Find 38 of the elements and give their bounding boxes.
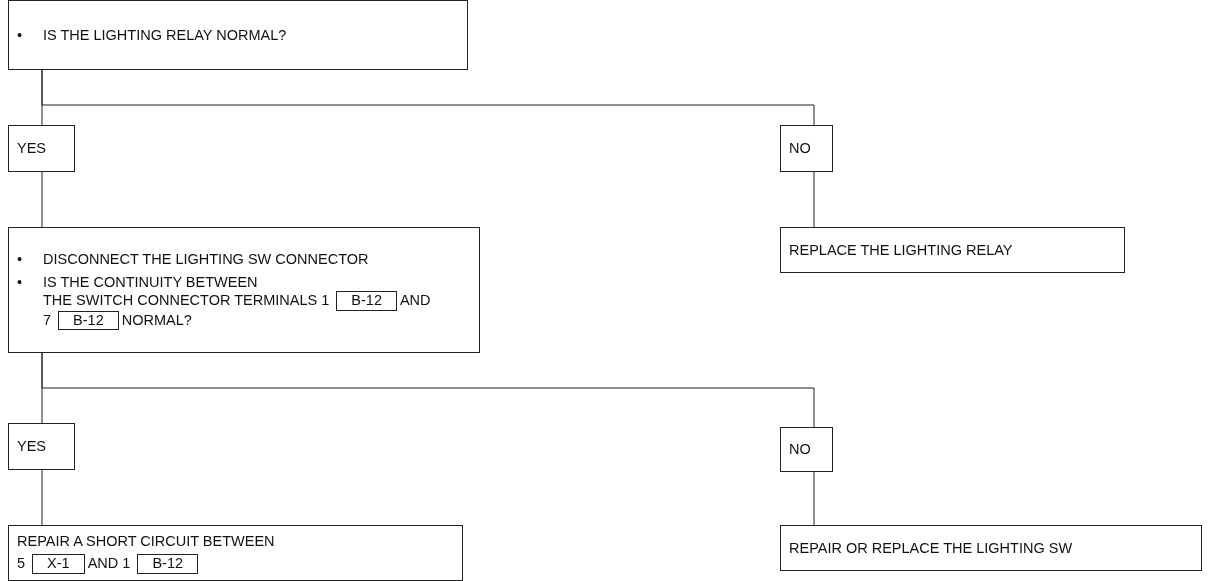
answer-box (780, 125, 833, 172)
step-text: REPAIR OR REPLACE THE LIGHTING SW (789, 539, 1073, 556)
step-box (8, 525, 463, 581)
step-text: IS THE LIGHTING RELAY NORMAL? (43, 26, 287, 43)
step-text: YES (17, 438, 46, 455)
step-text: NO (789, 140, 811, 157)
step-box (780, 525, 1202, 571)
step-box (8, 0, 468, 70)
step-text: AND (399, 292, 431, 309)
connector-reference-box: B-12 (336, 291, 397, 311)
step-text: NORMAL? (121, 311, 192, 328)
step-text: REPAIR A SHORT CIRCUIT BETWEEN (17, 533, 275, 550)
step-text: 5 (17, 555, 27, 572)
answer-box (8, 125, 75, 172)
connector-line (41, 469, 43, 526)
answer-box (780, 427, 833, 472)
connector-line (41, 69, 815, 126)
bullet-mark: • (17, 273, 24, 292)
step-text: DISCONNECT THE LIGHTING SW CONNECTOR (43, 251, 369, 267)
step-box (8, 227, 480, 353)
bullet-mark: • (17, 25, 24, 45)
step-text: THE SWITCH CONNECTOR TERMINALS 1 (43, 292, 331, 309)
step-text: IS THE CONTINUITY BETWEEN (43, 274, 258, 291)
step-text: NO (789, 441, 811, 458)
connector-line (813, 471, 815, 526)
step-text: YES (17, 140, 46, 157)
step-text: AND 1 (87, 555, 132, 572)
connector-reference-box: X-1 (32, 554, 85, 574)
connector-line (813, 171, 815, 228)
connector-line (41, 171, 43, 228)
connector-line (41, 352, 815, 428)
step-text: 7 (43, 311, 53, 328)
connector-reference-box: B-12 (137, 554, 199, 574)
answer-box (8, 423, 75, 470)
step-box (780, 227, 1125, 273)
step-text: REPLACE THE LIGHTING RELAY (789, 241, 1013, 258)
bullet-mark: • (17, 250, 24, 269)
connector-reference-box: B-12 (58, 310, 119, 330)
